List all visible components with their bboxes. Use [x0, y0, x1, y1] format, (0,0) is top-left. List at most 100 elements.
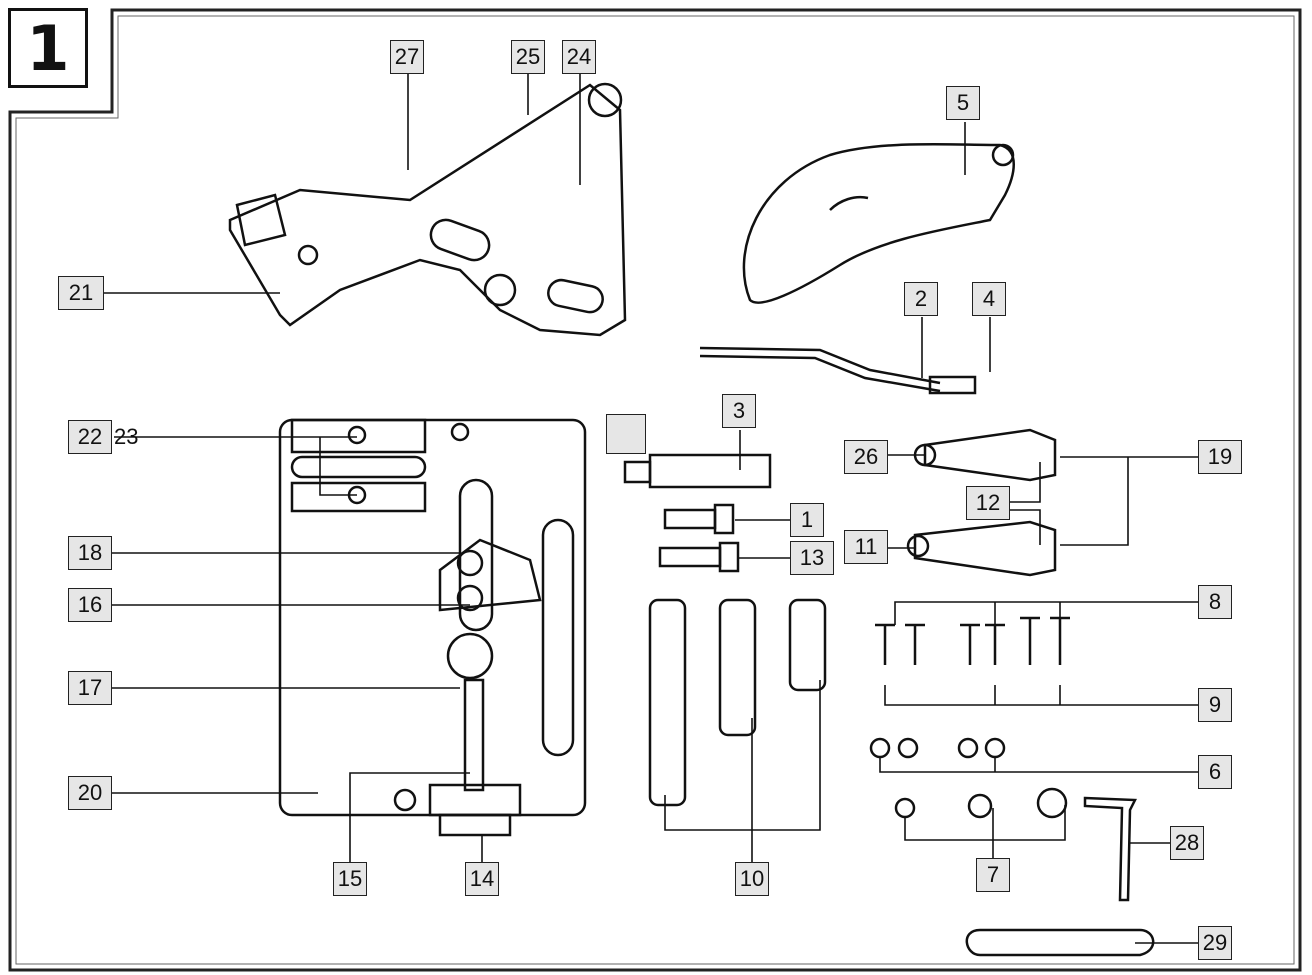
angle-guide [438, 538, 542, 612]
callout-15: 15 [333, 862, 367, 896]
bracket-small-hole [297, 244, 319, 266]
bushing-tip [623, 460, 652, 484]
base-groove [290, 455, 427, 479]
bolt-pair-3 [1020, 616, 1070, 665]
callout-28: 28 [1170, 826, 1204, 860]
inner-frame [15, 15, 1295, 965]
leader-6 [879, 758, 1198, 773]
thumb-wheel [438, 813, 512, 837]
callout-2: 2 [904, 282, 938, 316]
knob-17 [446, 632, 494, 680]
base-long-slot [541, 518, 575, 757]
base-top-slot [290, 418, 427, 454]
callout-18: 18 [68, 536, 112, 570]
callout-14: 14 [465, 862, 499, 896]
nut-6a [869, 737, 891, 759]
callout-25: 25 [511, 40, 545, 74]
bracket-pivot-hole [587, 82, 623, 118]
nut-6d [984, 737, 1006, 759]
bolt-pair-1 [875, 623, 925, 665]
callout-blank [606, 414, 646, 454]
callout-8: 8 [1198, 585, 1232, 619]
leader-12 [1010, 462, 1041, 503]
clamp-26 [923, 428, 1057, 482]
leader-7-b [904, 805, 1066, 841]
leader-15 [349, 772, 470, 862]
knob-16 [456, 584, 484, 612]
sleeve-large [648, 598, 687, 807]
guard-arrow [829, 195, 869, 211]
callout-6: 6 [1198, 755, 1232, 789]
nut-7a [894, 797, 916, 819]
bracket-slot-b [547, 278, 604, 314]
bracket-body [228, 83, 627, 337]
callout-27: 27 [390, 40, 424, 74]
leader-8-b [994, 602, 1061, 625]
nut-6c [957, 737, 979, 759]
bracket-hole [483, 273, 517, 307]
leader-9-b [994, 685, 1061, 705]
base-hole-d [393, 788, 417, 812]
outer-frame [8, 8, 1302, 972]
base-hole-c [450, 422, 470, 442]
nut-7b [967, 793, 993, 819]
callout-17: 17 [68, 671, 112, 705]
sleeve-medium [718, 598, 757, 737]
callout-3: 3 [722, 394, 756, 428]
callout-22: 22 [68, 420, 112, 454]
screw-13 [658, 546, 722, 568]
screw-1-head [713, 503, 735, 535]
callout-5: 5 [946, 86, 980, 120]
callout-20: 20 [68, 776, 112, 810]
screw-1 [663, 508, 717, 530]
callout-26: 26 [844, 440, 888, 474]
hex-key [1083, 796, 1137, 902]
base-hole-a [347, 425, 367, 445]
callout-16: 16 [68, 588, 112, 622]
callout-23: 23 [114, 424, 139, 449]
knob-18 [456, 549, 484, 577]
callout-10: 10 [735, 862, 769, 896]
leader-22-23-b [319, 437, 357, 496]
callout-12: 12 [966, 486, 1010, 520]
callout-24: 24 [562, 40, 596, 74]
bushing [648, 453, 772, 489]
lever-rod-lower [699, 354, 941, 393]
figure-number: 1 [8, 8, 88, 88]
clamp-11-pivot [906, 534, 930, 558]
screw-13-head [718, 541, 740, 573]
guard-pivot [991, 143, 1015, 167]
callout-1: 1 [790, 503, 824, 537]
guard-plate [742, 142, 1015, 304]
lever-screw [928, 375, 977, 395]
callout-4: 4 [972, 282, 1006, 316]
callout-7: 7 [976, 858, 1010, 892]
wrench [965, 928, 1155, 957]
bracket-spring [235, 193, 287, 247]
callout-9: 9 [1198, 688, 1232, 722]
bolt-pair-2 [960, 623, 1005, 665]
clamp-11 [913, 520, 1057, 577]
leader-19-b [1060, 457, 1129, 546]
threaded-rod [463, 678, 485, 792]
leader-10-b [664, 680, 821, 831]
part-outlines [228, 82, 1155, 957]
callout-11: 11 [844, 530, 888, 564]
base-plate [278, 418, 587, 817]
callout-29: 29 [1198, 926, 1232, 960]
nut-7c [1036, 787, 1068, 819]
callout-13: 13 [790, 541, 834, 575]
base-mid-slot [290, 481, 427, 513]
callout-19: 19 [1198, 440, 1242, 474]
sleeve-small [788, 598, 827, 692]
callout-21: 21 [58, 276, 104, 310]
leader-8 [894, 601, 1198, 625]
nut-6b [897, 737, 919, 759]
lever-rod [699, 346, 941, 385]
leader-lines [104, 74, 1198, 944]
leader-12-b [1010, 509, 1041, 545]
bracket-slot-a [429, 218, 491, 262]
leader-9 [884, 685, 1198, 706]
